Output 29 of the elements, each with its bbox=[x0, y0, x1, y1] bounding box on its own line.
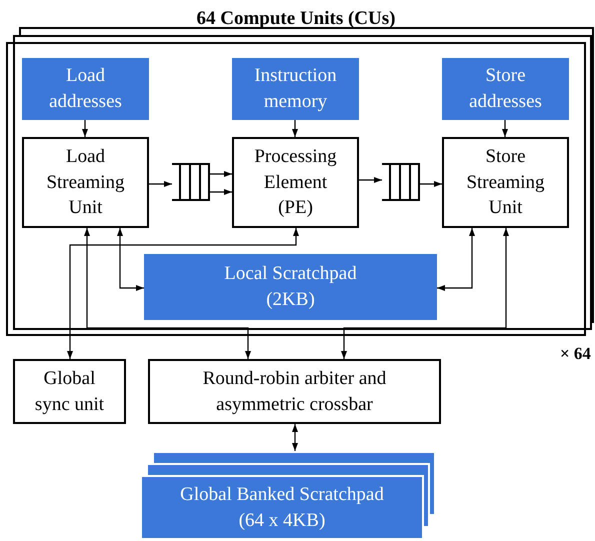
fifo-queue bbox=[382, 163, 420, 201]
processing-element: Processing Element (PE) bbox=[232, 137, 359, 228]
arrow bbox=[502, 120, 508, 137]
arrow bbox=[420, 181, 442, 187]
arrow bbox=[210, 171, 232, 177]
arrow bbox=[84, 228, 251, 359]
streaming-unit: Load Streaming Unit bbox=[22, 137, 149, 228]
scratchpad-stack bbox=[142, 451, 436, 538]
streaming-unit: Store Streaming Unit bbox=[442, 137, 569, 228]
arrow bbox=[82, 120, 88, 137]
frame-title: 64 Compute Units (CUs) bbox=[196, 8, 396, 30]
arrow bbox=[292, 424, 298, 451]
address-memory: Store addresses bbox=[442, 58, 569, 120]
arrow bbox=[292, 120, 298, 137]
instruction-memory: Instruction memory bbox=[232, 58, 359, 120]
count-label: × 64 bbox=[560, 344, 591, 364]
crossbar-box: Round-robin arbiter and asymmetric crossbar bbox=[148, 359, 441, 424]
arrow bbox=[437, 228, 475, 291]
sync-unit: Global sync unit bbox=[13, 359, 126, 424]
arrow bbox=[149, 181, 172, 187]
panel-text: Global Banked Scratchpad (64 x 4KB) bbox=[179, 482, 385, 532]
arrow bbox=[117, 228, 144, 291]
fifo-queue bbox=[172, 163, 210, 201]
scratchpad-memory: Local Scratchpad (2KB) bbox=[144, 254, 437, 320]
arrow bbox=[67, 228, 299, 359]
address-memory: Load addresses bbox=[22, 58, 149, 120]
arrow bbox=[341, 228, 509, 359]
arrow bbox=[359, 177, 382, 183]
arrow bbox=[210, 189, 232, 195]
